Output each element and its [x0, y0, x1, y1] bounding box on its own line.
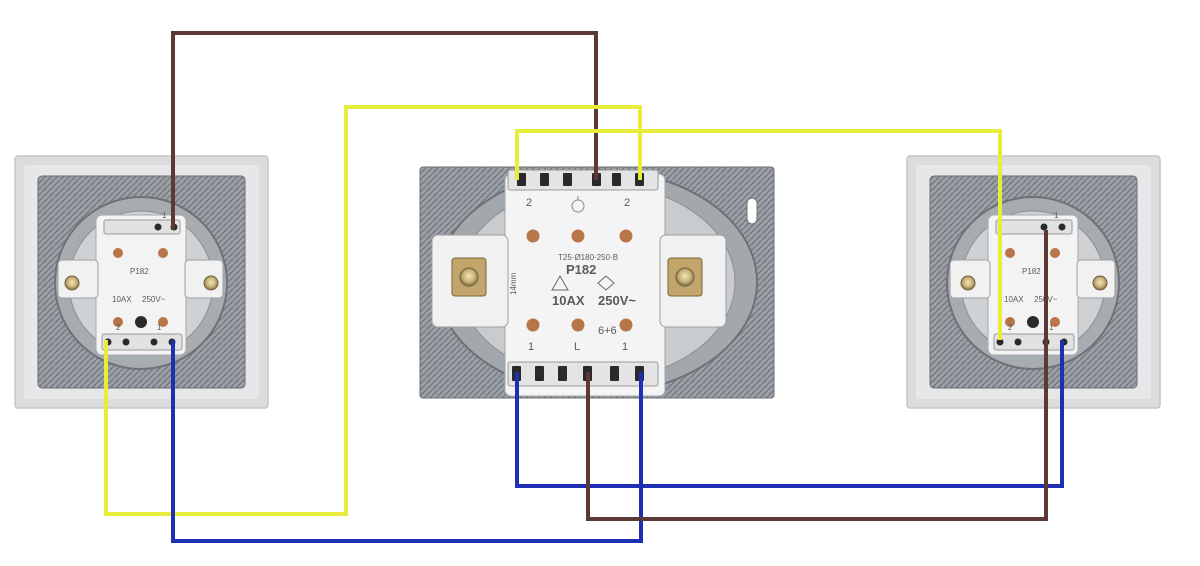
- center-terminal-bottom-center: L: [574, 341, 580, 353]
- blue-wire-right: [515, 340, 1064, 488]
- right-terminal-bottom-left: 2: [1008, 323, 1013, 332]
- blue-wire-left: [171, 340, 643, 543]
- center-rating-v: 250V~: [598, 293, 636, 308]
- center-rating-a: 10AX: [552, 293, 585, 308]
- yellow-wire-right: [515, 129, 1002, 340]
- certification-icon: [597, 275, 615, 291]
- center-code-label: T25·Ø180·250·B: [558, 253, 618, 262]
- right-terminal-top: 1: [1054, 211, 1059, 220]
- left-rating-a: 10AX: [112, 295, 132, 304]
- screw-icon: [1092, 275, 1108, 291]
- center-strip-label: 14mm: [509, 272, 518, 295]
- yellow-wire-left: [104, 105, 642, 516]
- center-switch: 2 2 1 L 1 T25·Ø180·250·B P182 10AX 250V~…: [419, 166, 775, 399]
- screw-icon: [675, 267, 695, 287]
- right-rating-a: 10AX: [1004, 295, 1024, 304]
- left-terminal-bottom-left: 2: [116, 323, 121, 332]
- screw-icon: [64, 275, 80, 291]
- right-terminal-bottom-right: 1: [1049, 323, 1054, 332]
- center-terminal-bottom-right: 1: [622, 341, 628, 353]
- screw-icon: [203, 275, 219, 291]
- screw-icon: [960, 275, 976, 291]
- brown-wire-bottom: [586, 230, 1048, 521]
- center-contacts-label: 6+6: [598, 325, 617, 337]
- left-terminal-top: 1: [162, 211, 167, 220]
- center-model-label: P182: [566, 262, 596, 277]
- center-terminal-top-right: 2: [624, 197, 630, 209]
- left-terminal-bottom-right: 1: [157, 323, 162, 332]
- wires: [104, 31, 1064, 543]
- right-model-label: P182: [1022, 267, 1041, 276]
- left-switch: 1 2 1 P182 10AX 250V~: [14, 155, 269, 409]
- brand-logo-icon: [571, 196, 585, 213]
- right-switch: 1 2 1 P182 10AX 250V~: [906, 155, 1161, 409]
- left-model-label: P182: [130, 267, 149, 276]
- center-terminal-top-left: 2: [526, 197, 532, 209]
- left-rating-v: 250V~: [142, 295, 166, 304]
- center-terminal-bottom-left: 1: [528, 341, 534, 353]
- screw-icon: [459, 267, 479, 287]
- certification-icon: [551, 274, 569, 291]
